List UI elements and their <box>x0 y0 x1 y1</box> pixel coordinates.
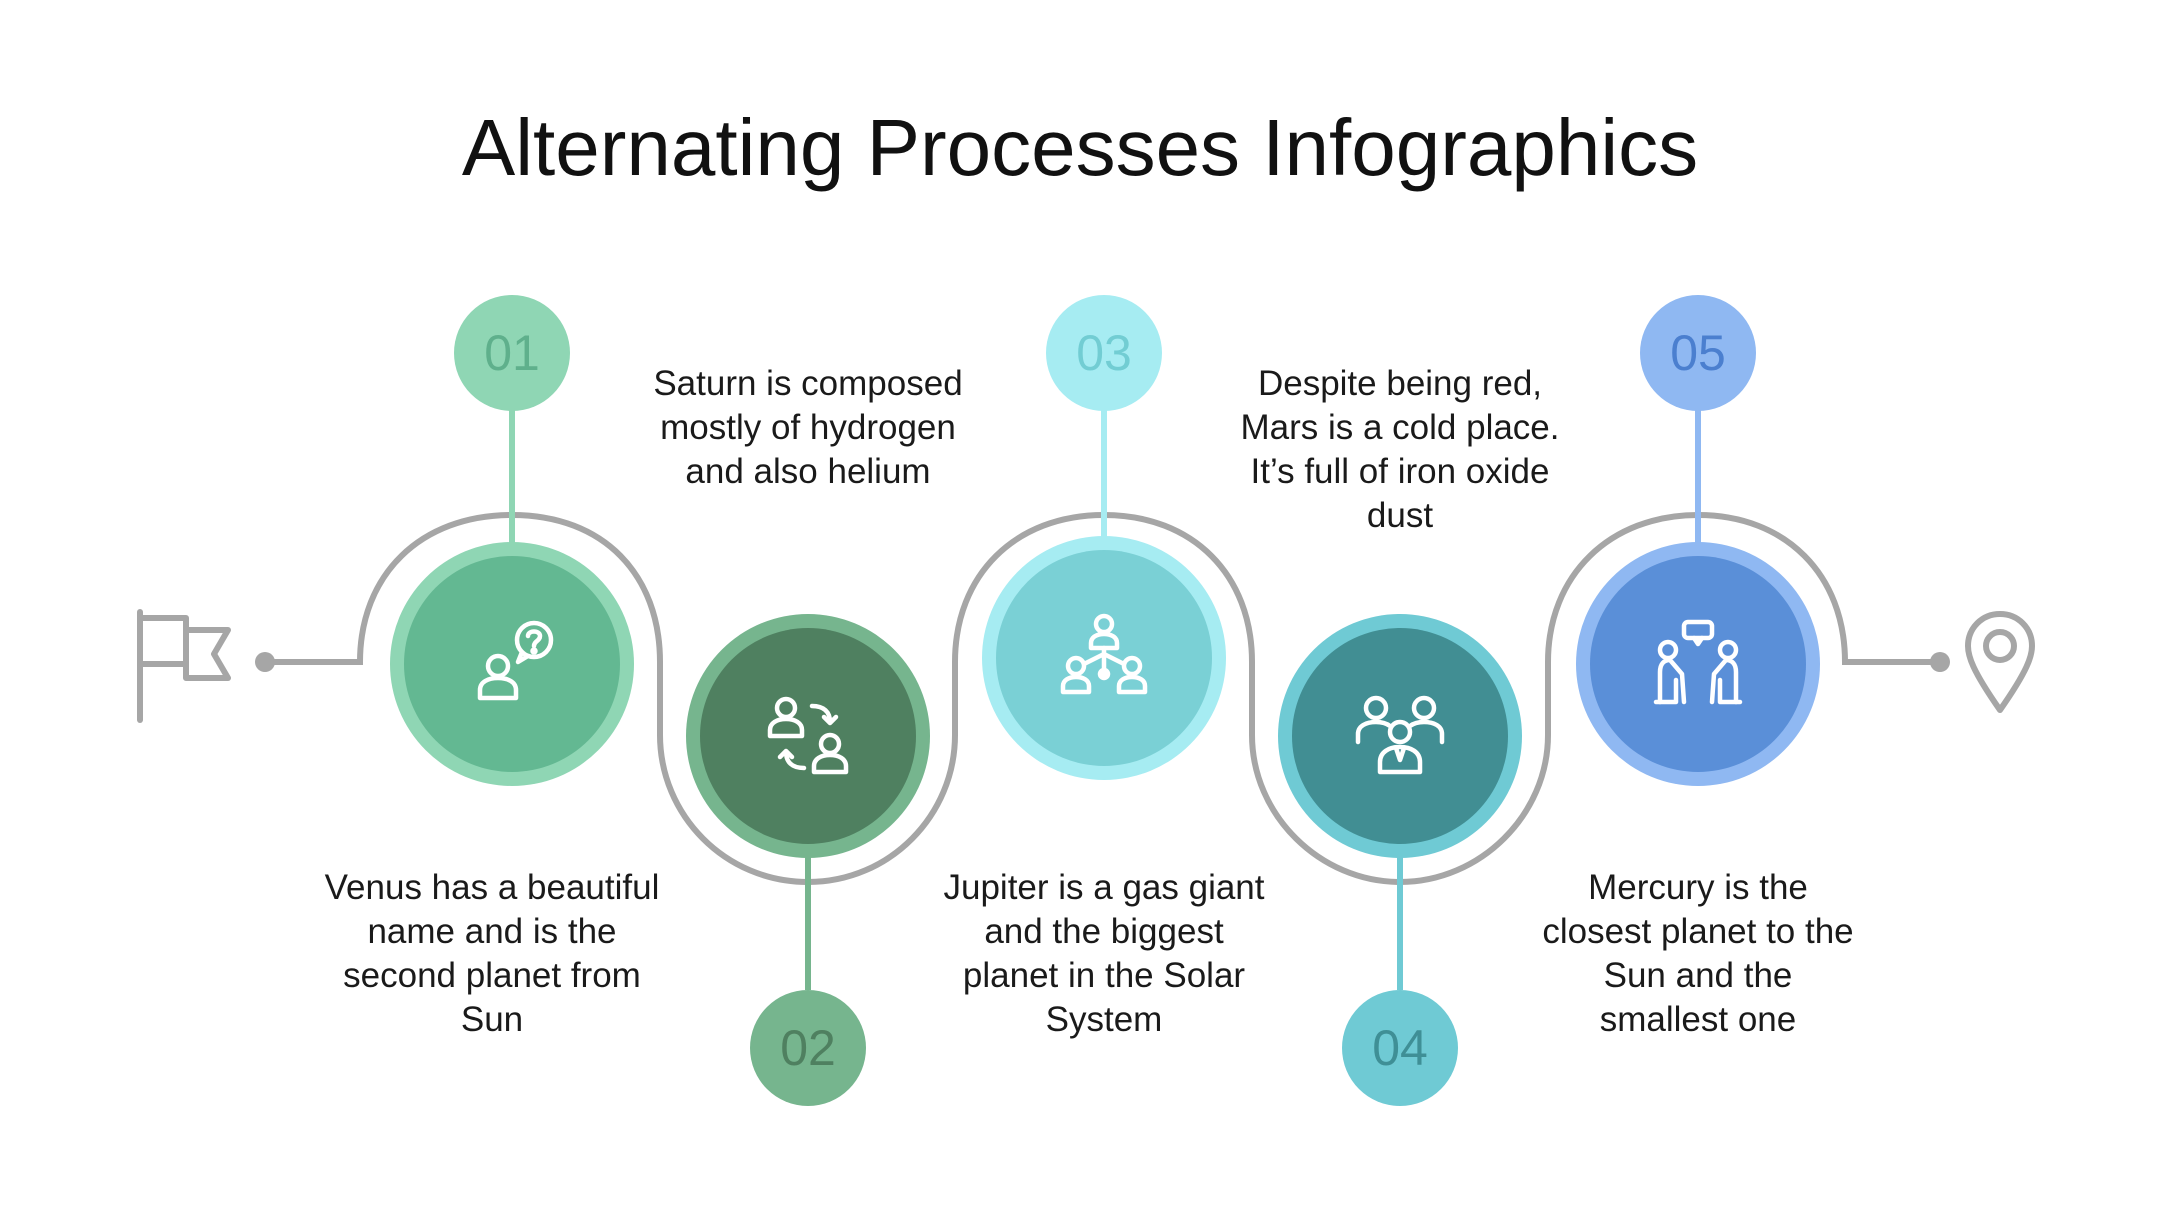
step-01-description: Venus has a beautiful name and is the se… <box>324 868 660 1039</box>
people-exchange-icon <box>767 696 849 775</box>
step-04-node-inner <box>1292 628 1508 844</box>
hierarchy-people-icon <box>1060 613 1148 695</box>
meeting-chat-icon <box>1653 619 1743 705</box>
start-dot <box>255 652 275 672</box>
step-03-description: Jupiter is a gas giant and the biggest p… <box>943 868 1265 1039</box>
end-dot <box>1930 652 1950 672</box>
page-title: Alternating Processes Infographics <box>461 103 1699 192</box>
step-01-number: 01 <box>454 295 570 411</box>
person-question-icon <box>477 620 554 701</box>
step-02-description: Saturn is composed mostly of hydrogen an… <box>653 364 963 491</box>
team-group-icon <box>1355 695 1445 775</box>
step-04-node <box>1278 614 1522 858</box>
step-02-node <box>686 614 930 858</box>
step-02-node-inner <box>700 628 916 844</box>
flag-icon <box>137 609 231 723</box>
step-04-description: Despite being red, Mars is a cold place.… <box>1240 364 1560 535</box>
step-04-number: 04 <box>1342 990 1458 1106</box>
step-01-node <box>390 542 634 786</box>
step-05-node <box>1576 542 1820 786</box>
location-pin-icon <box>1965 611 2035 713</box>
step-03-number: 03 <box>1046 295 1162 411</box>
step-05-description: Mercury is the closest planet to the Sun… <box>1542 868 1854 1039</box>
step-02-number: 02 <box>750 990 866 1106</box>
step-03-node <box>982 536 1226 780</box>
step-05-number: 05 <box>1640 295 1756 411</box>
step-01-node-inner <box>404 556 620 772</box>
step-05-node-inner <box>1590 556 1806 772</box>
